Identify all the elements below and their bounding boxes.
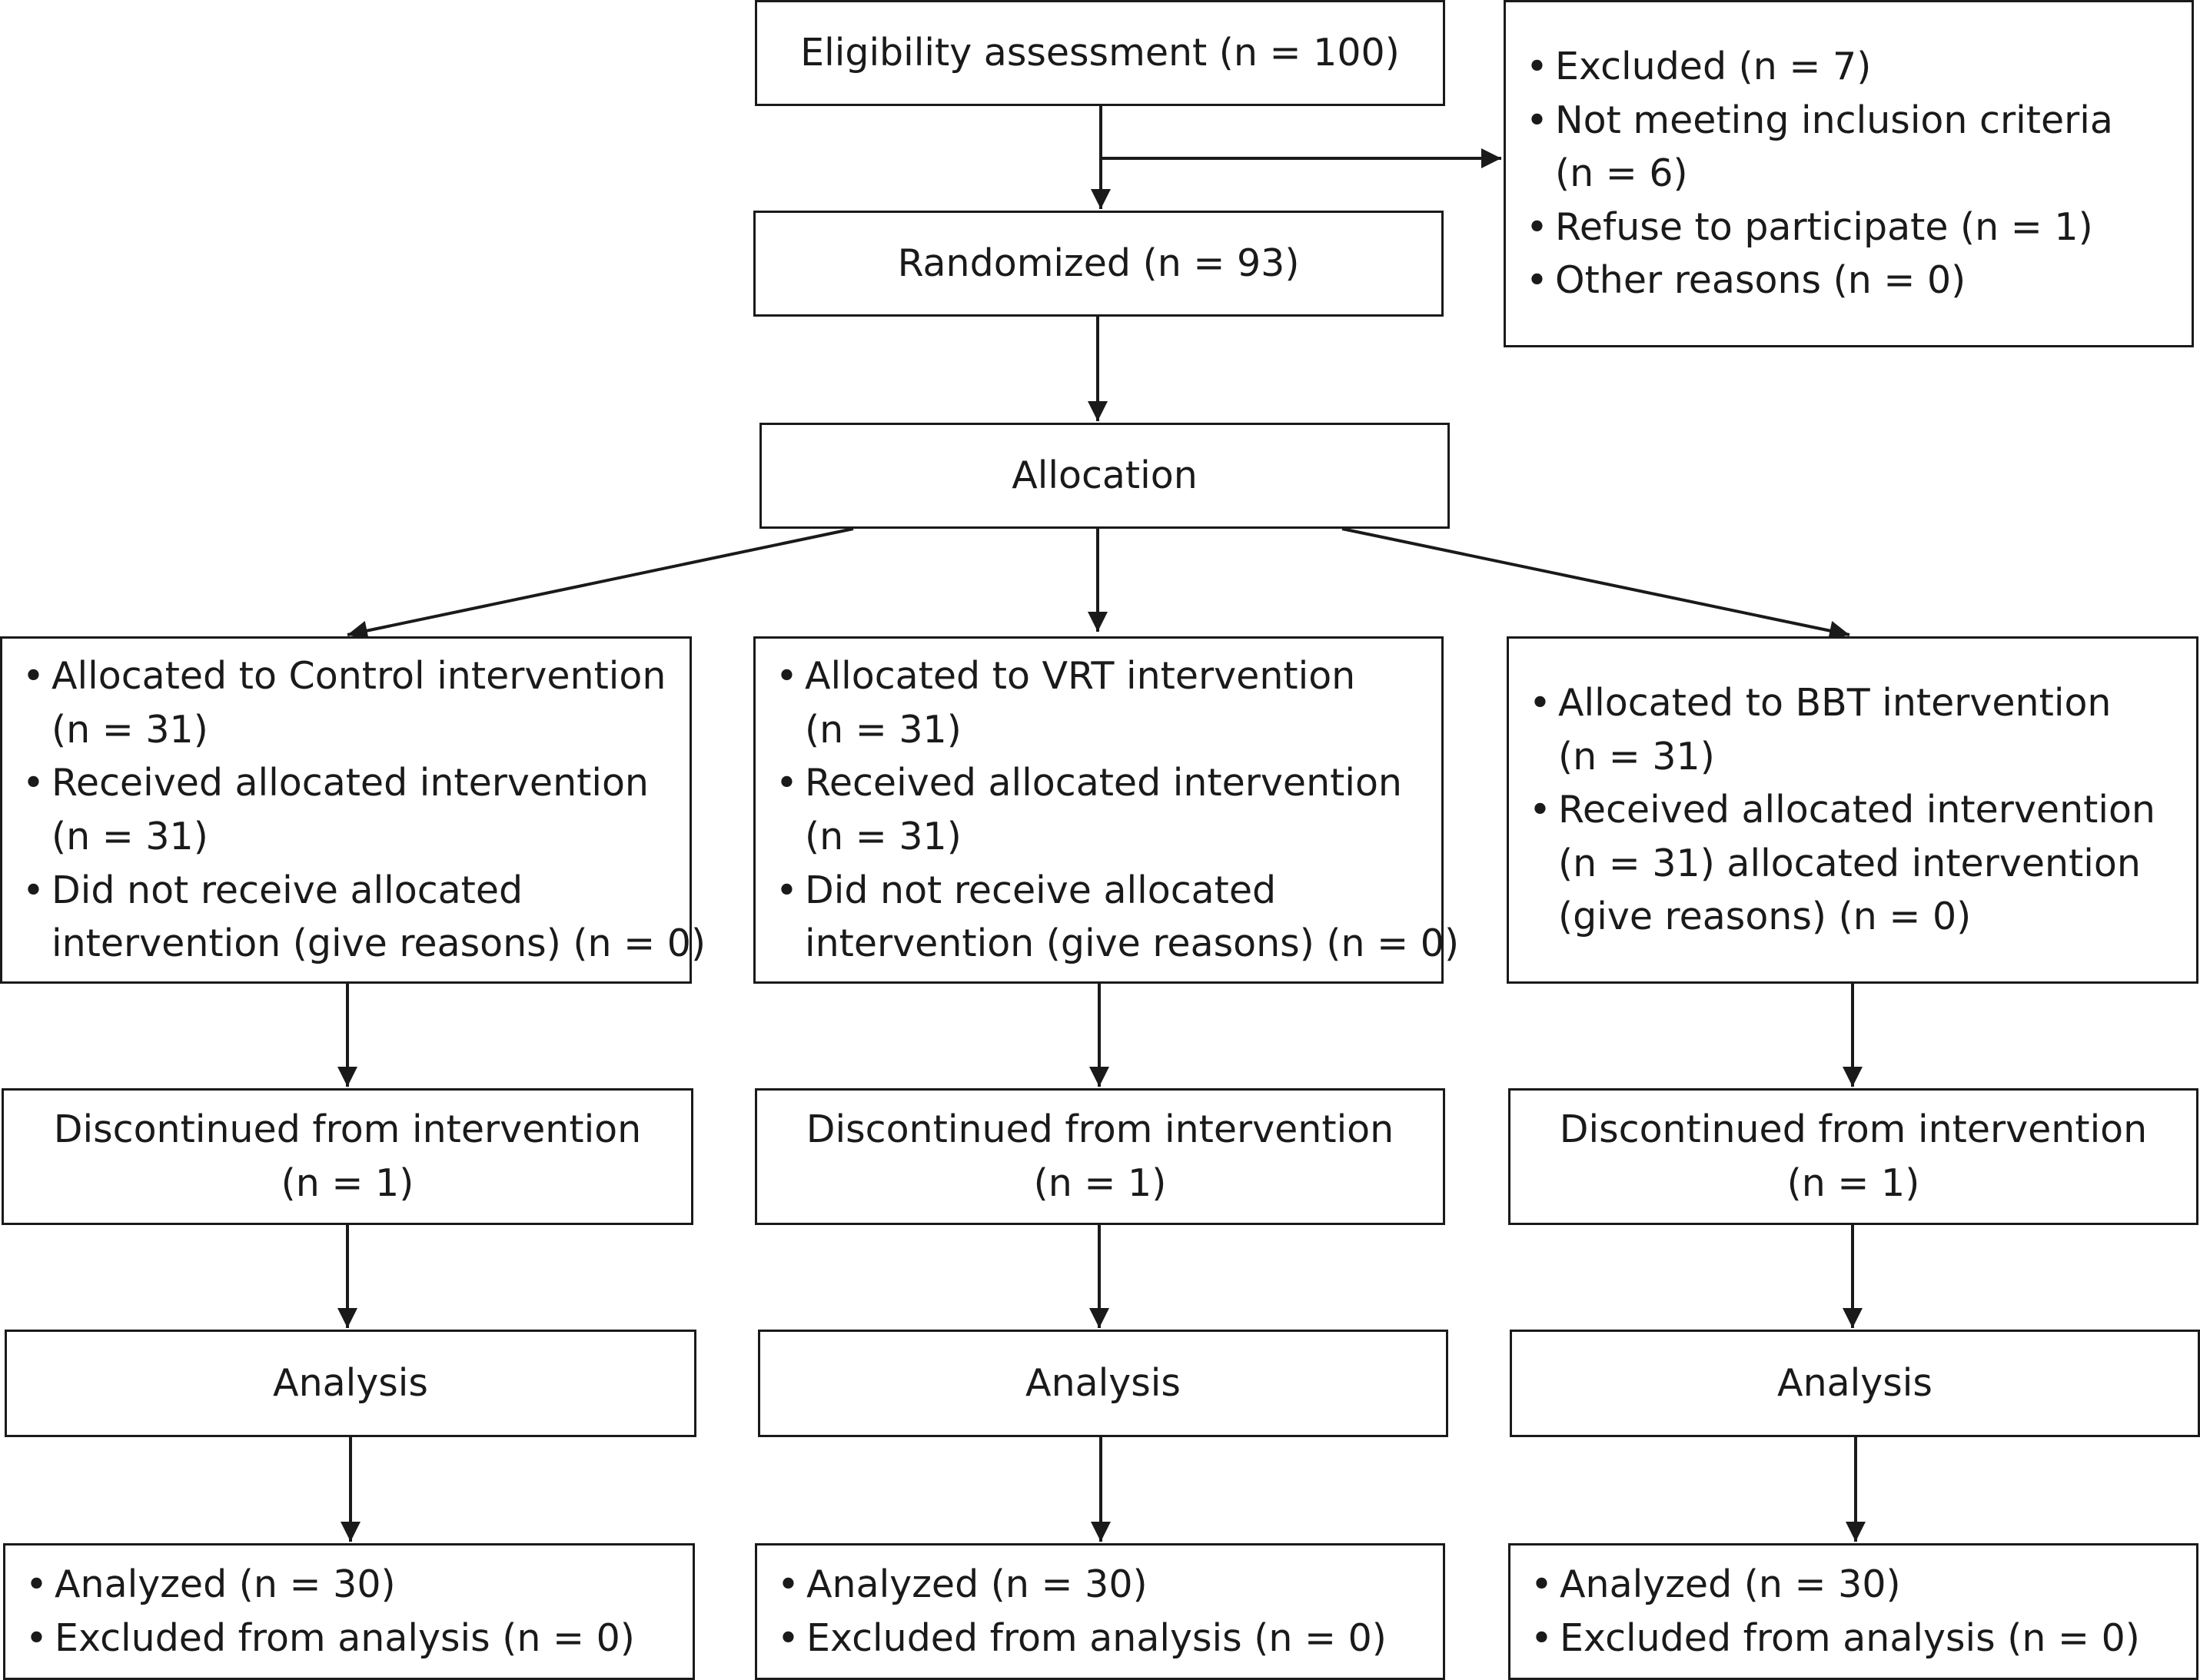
control-allocated-box: Allocated to Control intervention (n = 31… xyxy=(0,636,706,984)
vrt-discontinued-count: (n = 1) xyxy=(1033,1161,1167,1205)
list-item: Analyzed (n = 30) xyxy=(776,1558,1443,1612)
control-discontinued-count: (n = 1) xyxy=(281,1161,414,1205)
list-item: Excluded (n = 7) xyxy=(1524,40,2192,94)
list-item-line: Refuse to participate (n = 1) xyxy=(1555,204,2093,249)
list-item-line: Did not receive allocated xyxy=(52,868,523,912)
list-item: Allocated to BBT intervention (n = 31) xyxy=(1527,676,2196,783)
list-item-line: Analyzed (n = 30) xyxy=(55,1562,396,1607)
vrt-allocated-box: Allocated to VRT intervention(n = 31)Rec… xyxy=(753,636,1460,984)
excluded-box: Excluded (n = 7) Not meeting inclusion cr… xyxy=(1504,0,2194,347)
list-item-line: (n = 31) xyxy=(805,815,962,858)
list-item-line: (n = 31) xyxy=(52,707,208,752)
list-item-line: intervention (give reasons) (n = 0) xyxy=(52,921,706,966)
allocation-box: Allocation xyxy=(759,423,1450,529)
randomized-box: Randomized (n = 93) xyxy=(753,211,1444,317)
bbt-discontinued-count: (n = 1) xyxy=(1786,1161,1920,1205)
list-item: Excluded from analysis (n = 0) xyxy=(1529,1612,2196,1665)
list-item-line: (n = 6) xyxy=(1555,151,1688,196)
list-item-line: Received allocated intervention xyxy=(805,761,1402,805)
list-item: Analyzed (n = 30) xyxy=(24,1558,693,1612)
list-item: Analyzed (n = 30) xyxy=(1529,1558,2196,1612)
allocation-text: Allocation xyxy=(1012,453,1198,498)
list-item: Excluded from analysis (n = 0) xyxy=(776,1612,1443,1665)
list-item: Not meeting inclusion criteria (n = 6) xyxy=(1524,94,2192,201)
list-item-line: Excluded from analysis (n = 0) xyxy=(806,1616,1387,1660)
list-item-line: Excluded from analysis (n = 0) xyxy=(55,1616,635,1660)
vrt-analysis-box: Analysis xyxy=(758,1330,1448,1437)
list-item-line: Excluded (n = 7) xyxy=(1555,45,1872,89)
list-item: Excluded from analysis (n = 0) xyxy=(24,1612,693,1665)
list-item-line: Analyzed (n = 30) xyxy=(806,1562,1148,1607)
list-item: Did not receive allocated intervention (g… xyxy=(21,864,706,971)
vrt-discontinued-box: Discontinued from intervention (n = 1) xyxy=(755,1088,1445,1225)
bbt-discontinued-box: Discontinued from intervention (n = 1) xyxy=(1508,1088,2198,1225)
bbt-analyzed-box: Analyzed (n = 30) Excluded from analysis … xyxy=(1508,1543,2198,1680)
list-item: Allocated to Control intervention (n = 31… xyxy=(21,649,690,756)
eligibility-text: Eligibility assessment (n = 100) xyxy=(800,31,1400,75)
list-item: Did not receive allocated intervention (g… xyxy=(774,864,1460,971)
list-item: Received allocated intervention (n = 31) xyxy=(774,756,1441,863)
list-item-line: intervention (give reasons) (n = 0) xyxy=(805,921,1460,966)
vrt-analyzed-box: Analyzed (n = 30) Excluded from analysis … xyxy=(755,1543,1445,1680)
list-item-line: Allocated to VRT intervention xyxy=(805,654,1356,699)
control-discontinued-box: Discontinued from intervention (n = 1) xyxy=(2,1088,693,1225)
list-item-line: (give reasons) (n = 0) xyxy=(1558,895,1972,939)
control-discontinued-label: Discontinued from intervention xyxy=(53,1107,642,1152)
list-item: Received allocated intervention (n = 31) … xyxy=(1527,783,2196,944)
list-item-line: Excluded from analysis (n = 0) xyxy=(1560,1616,2140,1660)
bbt-analysis-box: Analysis xyxy=(1510,1330,2200,1437)
list-item-line: (n = 31) xyxy=(52,815,208,858)
list-item-line: Received allocated intervention xyxy=(52,761,649,805)
list-item-line: Did not receive allocated xyxy=(805,868,1277,912)
vrt-analysis-text: Analysis xyxy=(1025,1361,1181,1406)
list-item-line: (n = 31) xyxy=(1558,734,1715,779)
vrt-discontinued-label: Discontinued from intervention xyxy=(806,1107,1394,1152)
list-item: Allocated to VRT intervention (n = 31) xyxy=(774,649,1441,756)
list-item: Other reasons (n = 0) xyxy=(1524,254,2192,307)
list-item-line: Received allocated intervention xyxy=(1558,788,2155,832)
control-analyzed-box: Analyzed (n = 30) Excluded from analysis … xyxy=(3,1543,695,1680)
list-item-line: (n = 31) allocated intervention xyxy=(1558,841,2141,885)
arrow-allocation-to-control xyxy=(347,527,854,641)
list-item-line: Not meeting inclusion criteria xyxy=(1555,98,2113,142)
bbt-analysis-text: Analysis xyxy=(1777,1361,1932,1406)
arrow-allocation-to-bbt xyxy=(1341,527,1850,641)
control-analysis-box: Analysis xyxy=(5,1330,696,1437)
list-item-line: Other reasons (n = 0) xyxy=(1555,258,1966,303)
list-item-line: Allocated to Control intervention xyxy=(52,654,666,699)
bbt-allocated-box: Allocated to BBT intervention(n = 31)Rec… xyxy=(1507,636,2198,984)
list-item-line: (n = 31) xyxy=(805,707,962,752)
bbt-discontinued-label: Discontinued from intervention xyxy=(1559,1107,2148,1152)
list-item: Refuse to participate (n = 1) xyxy=(1524,201,2192,254)
eligibility-box: Eligibility assessment (n = 100) xyxy=(755,0,1445,106)
control-analysis-text: Analysis xyxy=(273,1361,428,1406)
randomized-text: Randomized (n = 93) xyxy=(897,241,1300,286)
list-item-line: Analyzed (n = 30) xyxy=(1560,1562,1901,1607)
list-item: Received allocated intervention (n = 31) xyxy=(21,756,690,863)
list-item-line: Allocated to BBT intervention xyxy=(1558,681,2112,725)
